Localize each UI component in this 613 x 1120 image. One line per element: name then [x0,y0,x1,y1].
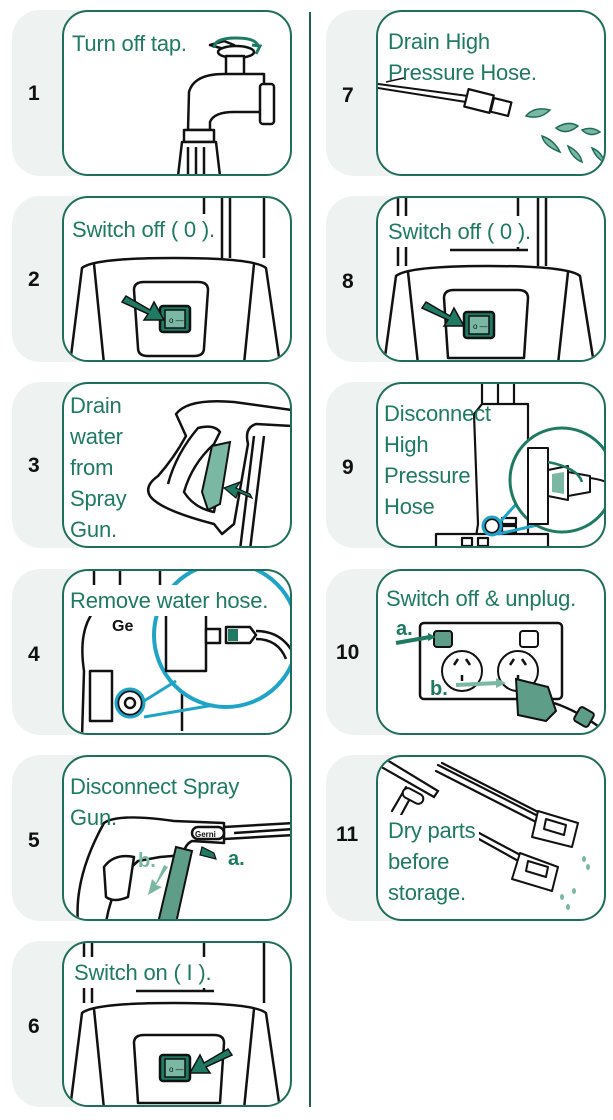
spray-gun-lance-icon: Gerni b. a. [76,816,290,919]
step-instruction: Switch off & unplug. [386,586,577,611]
step-panel: o — Switch off ( 0 ). [62,196,292,362]
step-instruction: Switch on ( I ). [72,957,214,988]
step-panel: Disconnect High Pressure Hose [376,382,606,548]
brand-logo: Gerni [195,830,216,839]
step-panel: Gerni b. a. Disconnect Spray Gun. [62,755,292,921]
power-switch-icon: o — [69,943,281,1105]
svg-text:o —: o — [169,316,184,325]
hose-connector-icon [434,384,604,546]
step-number: 3 [28,454,40,477]
step-number: 7 [342,84,354,107]
step-7-card: 7 Drain High Pressure Hose. [326,10,606,176]
step-3-card: 3 Drain water from Spray Gun. [12,382,292,548]
step-4-card: 4 Ge R [12,569,292,735]
step-number: 11 [336,823,359,846]
power-switch-icon: o — [383,198,595,360]
tap-icon [176,36,276,174]
step-11-card: 11 [326,755,606,921]
step-panel: o — Switch off ( 0 ). [376,196,606,362]
mark-b: b. [138,850,156,872]
step-instruction: Drain High Pressure Hose. [388,29,537,85]
mark-a: a. [396,618,413,640]
step-panel: a. b. Switch off & unplug. [376,569,606,735]
svg-text:o —: o — [169,1065,184,1074]
step-10-card: 10 a. b. Switch off [326,569,606,735]
step-instruction: Remove water hose. [70,585,271,616]
dry-parts-icon [378,757,590,910]
step-1-card: 1 Turn off tap. [12,10,292,176]
power-switch-icon: o — [69,198,281,360]
step-instruction: Drain water from Spray Gun. [70,393,127,542]
step-panel: o — Switch on ( I ). [62,941,292,1107]
step-number: 9 [342,456,354,479]
step-instruction: Disconnect Spray Gun. [70,774,240,830]
step-9-card: 9 [326,382,606,548]
step-instruction: Disconnect High Pressure Hose [384,401,491,519]
step-panel: Ge Remove water hose. [62,569,292,735]
svg-text:Ge: Ge [112,618,133,635]
step-number: 1 [28,82,40,105]
step-instruction: Dry parts before storage. [388,815,480,908]
power-outlet-icon: a. b. [395,618,603,731]
step-6-card: 6 o — Switch on ( I ). [12,941,292,1107]
step-instruction: Turn off tap. [72,31,187,56]
step-instruction: Switch off ( 0 ). [70,214,217,245]
mark-b: b. [430,678,448,700]
step-panel: Drain water from Spray Gun. [62,382,292,548]
step-number: 4 [28,643,40,666]
step-number: 10 [336,641,360,664]
step-panel: Dry parts before storage. [376,755,606,921]
mark-a: a. [228,848,245,870]
step-8-card: 8 o — Switch off ( 0 ). [326,196,606,362]
column-divider [309,12,311,1107]
step-number: 5 [28,829,40,852]
step-number: 6 [28,1015,40,1038]
step-number: 8 [342,270,354,293]
step-number: 2 [28,268,40,291]
svg-text:o —: o — [473,322,488,331]
step-panel: Turn off tap. [62,10,292,176]
step-instruction: Switch off ( 0 ). [386,216,533,247]
hose-nozzle-icon [378,77,604,164]
step-5-card: 5 Gerni b. a. Disconnect Spray Gun. [12,755,292,921]
step-2-card: 2 o — Switch off ( 0 ). [12,196,292,362]
spray-gun-icon [147,400,290,546]
step-panel: Drain High Pressure Hose. [376,10,606,176]
